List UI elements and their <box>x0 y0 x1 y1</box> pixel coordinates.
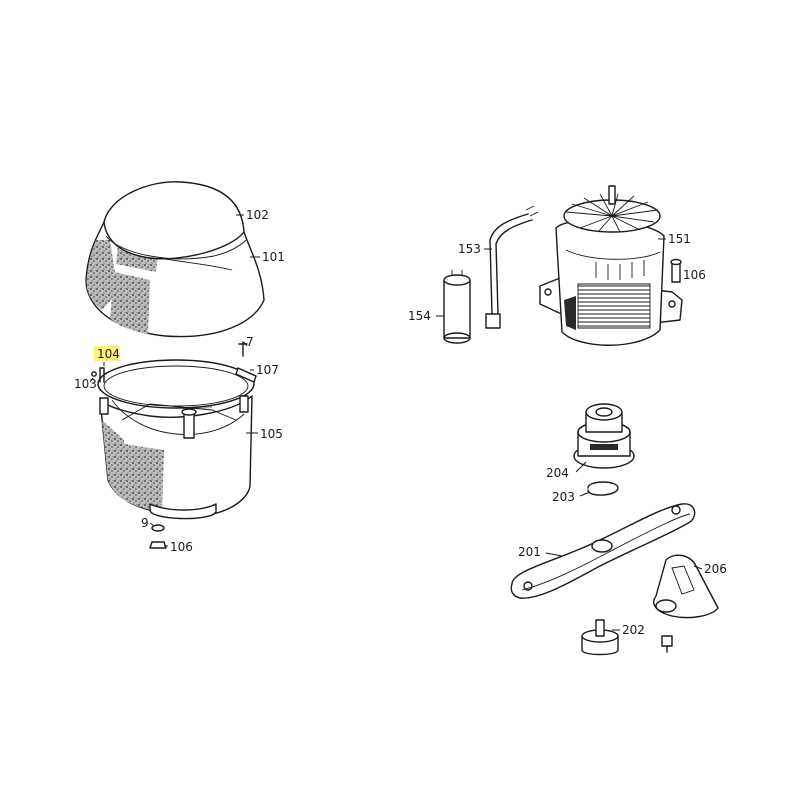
callout-151: 151 <box>668 232 691 246</box>
callout-103: 103 <box>74 377 97 391</box>
bowl-rim <box>97 359 255 409</box>
callout-101: 101 <box>262 250 285 264</box>
bowl-base <box>149 503 217 520</box>
callout-9: 9 <box>141 516 149 530</box>
motor-base-hole-left <box>544 288 552 296</box>
nut-106-bowl <box>149 541 167 549</box>
callout-105: 105 <box>260 427 283 441</box>
pulley-204 <box>573 403 635 469</box>
lid-assembly <box>85 181 265 338</box>
capacitor-154 <box>443 270 471 344</box>
motor-assembly <box>539 185 683 346</box>
pin-103 <box>91 371 97 377</box>
motor-coil-band <box>578 284 650 328</box>
wire-lead-153 <box>485 205 539 329</box>
motor-stator-bars <box>595 260 645 280</box>
motor-base-hole-right <box>668 300 676 308</box>
callout-104: 104 <box>97 347 120 361</box>
callout-206: 206 <box>704 562 727 576</box>
lid-rim-line <box>105 235 247 260</box>
callout-203: 203 <box>552 490 575 504</box>
bowl-center-post <box>183 411 195 439</box>
bowl-clip-left <box>99 397 109 415</box>
bowl-clip-right <box>239 395 249 413</box>
callout-204: 204 <box>546 466 569 480</box>
lid-top-cap <box>103 181 245 260</box>
hub-202 <box>581 619 619 656</box>
screw-small <box>661 635 673 653</box>
callout-102: 102 <box>246 208 269 222</box>
latch-107 <box>235 367 257 383</box>
motor-shaft <box>608 185 616 205</box>
callout-106-motor: 106 <box>683 268 706 282</box>
fan-blades <box>565 193 659 233</box>
callout-154: 154 <box>408 309 431 323</box>
bowl-inner-wall <box>111 399 245 435</box>
lid-speckle-band-middle <box>110 272 150 334</box>
callout-202: 202 <box>622 623 645 637</box>
motor-dark-windings <box>564 296 576 330</box>
motor-stator-top <box>565 249 661 260</box>
blade-206 <box>653 554 719 619</box>
callout-labels: 102 101 104 103 7 107 105 9 106 153 151 … <box>74 208 727 637</box>
callout-107: 107 <box>256 363 279 377</box>
bowl-inner-floor <box>121 403 237 421</box>
bolt-106-motor <box>670 258 682 283</box>
callout-201: 201 <box>518 545 541 559</box>
motor-coil-outline <box>577 283 651 329</box>
lid-speckle-band-left <box>86 240 118 310</box>
washer-9 <box>151 524 165 532</box>
bowl-speckle-mid <box>124 444 164 512</box>
spring-clip-104 <box>99 367 105 383</box>
bowl-speckle-left <box>102 420 124 500</box>
bowl-rim-inner <box>103 365 249 407</box>
callout-153: 153 <box>458 242 481 256</box>
small-parts-bowl <box>91 341 257 549</box>
lid-rim-line-2 <box>159 257 233 271</box>
label-104-highlight <box>94 346 120 361</box>
callout-7: 7 <box>246 335 254 349</box>
bowl-assembly <box>97 359 255 520</box>
circlip-203 <box>587 481 619 496</box>
blade-arm-201 <box>510 503 696 599</box>
leader-lines <box>89 214 703 631</box>
bowl-center-post-top <box>181 408 197 416</box>
callout-106-bowl: 106 <box>170 540 193 554</box>
